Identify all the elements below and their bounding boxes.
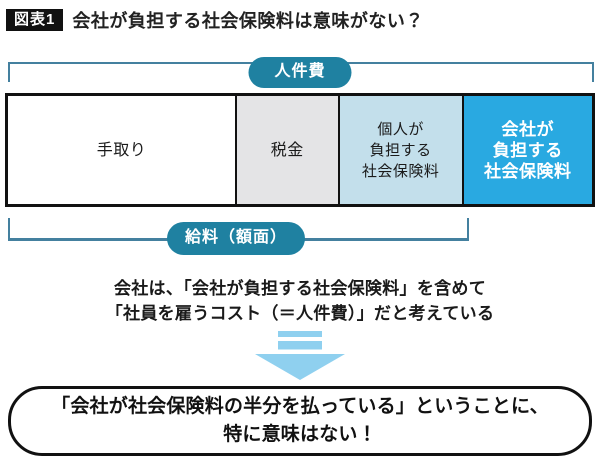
segment-label-line: 負担する	[492, 140, 563, 160]
segment-label-line: 社会保険料	[483, 161, 572, 181]
conclusion-line-2: 特に意味はない！	[223, 424, 377, 445]
figure-header: 図表1 会社が負担する社会保険料は意味がない？	[6, 7, 424, 33]
kyuryo-label: 給料（額面）	[166, 222, 306, 255]
conclusion-line-1: 「会社が社会保険料の半分を払っている」ということに、	[51, 396, 549, 417]
bar-segment-takehome: 手取り	[8, 96, 237, 204]
segment-label-line: 社会保険料	[361, 162, 440, 180]
segment-label-line: 負担する	[369, 141, 432, 159]
segment-label-line: 個人が	[377, 120, 424, 138]
bar-segment-company-insurance: 会社が 負担する 社会保険料	[463, 96, 592, 204]
explanation-line-2: 「社員を雇うコスト（＝人件費）」だと考えている	[105, 304, 495, 323]
down-arrow-icon	[252, 331, 348, 381]
bar-segment-tax: 税金	[236, 96, 340, 204]
figure-title: 会社が負担する社会保険料は意味がない？	[72, 11, 424, 31]
segment-label-line: 会社が	[501, 119, 554, 139]
explanation-text: 会社は、「会社が負担する社会保険料」を含めて 「社員を雇うコスト（＝人件費）」だ…	[0, 276, 600, 326]
segment-label: 手取り	[96, 141, 147, 159]
figure-number-badge: 図表1	[6, 9, 64, 31]
jinkenhi-label: 人件費	[248, 57, 352, 88]
explanation-line-1: 会社は、「会社が負担する社会保険料」を含めて	[113, 279, 487, 298]
segment-label: 税金	[270, 141, 304, 159]
conclusion-box: 「会社が社会保険料の半分を払っている」ということに、 特に意味はない！	[8, 386, 592, 456]
salary-composition-bar: 手取り 税金 個人が 負担する 社会保険料 会社が 負担する 社会保険料	[5, 93, 595, 207]
bar-segment-personal-insurance: 個人が 負担する 社会保険料	[339, 96, 464, 204]
